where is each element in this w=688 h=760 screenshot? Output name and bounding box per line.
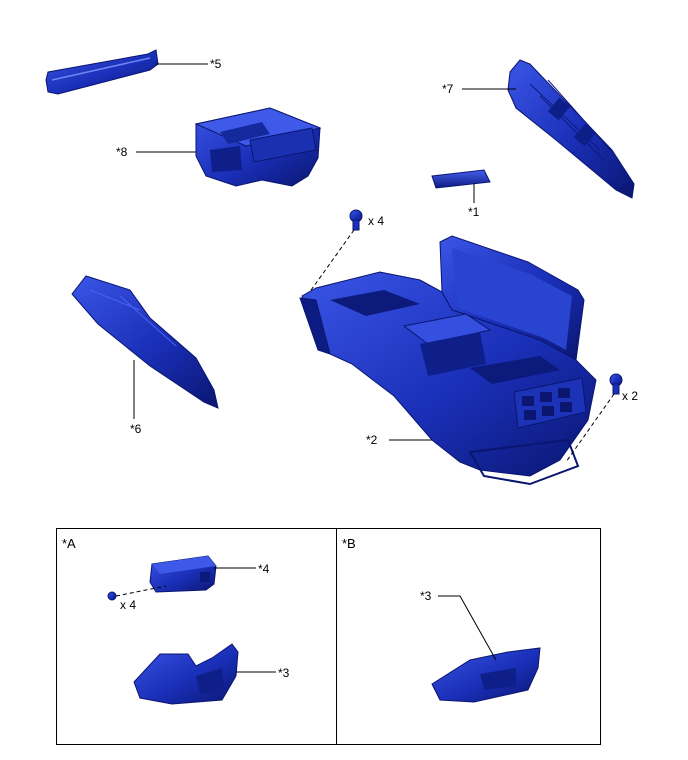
panel-a (56, 528, 337, 745)
part-5-trim-strip (45, 49, 208, 95)
bolt-front-icon (303, 209, 363, 301)
part-2-center-console (299, 235, 597, 486)
part-6-side-panel (71, 275, 219, 419)
label-qty-bolt-rear: x 2 (622, 389, 639, 403)
label-part-2: *2 (366, 433, 378, 447)
part-8-console-box (136, 107, 322, 187)
label-qty-bolt-a: x 4 (120, 598, 137, 612)
label-part-3-b: *3 (420, 589, 432, 603)
panel-b-parts (431, 595, 541, 703)
label-part-7: *7 (442, 82, 454, 96)
label-part-4: *4 (258, 562, 270, 576)
label-qty-bolt-front: x 4 (368, 214, 385, 228)
label-part-3-a: *3 (278, 666, 290, 680)
part-1-pad (431, 169, 491, 203)
panel-b (336, 528, 601, 745)
panel-b-title: *B (342, 536, 356, 551)
panel-a-title: *A (62, 536, 76, 551)
label-part-5: *5 (210, 57, 222, 71)
label-part-8: *8 (116, 145, 128, 159)
label-part-1: *1 (468, 205, 480, 219)
part-7-side-panel (462, 59, 635, 199)
label-part-6: *6 (130, 422, 142, 436)
panel-a-parts (107, 555, 276, 705)
bolt-rear-icon (565, 373, 623, 463)
